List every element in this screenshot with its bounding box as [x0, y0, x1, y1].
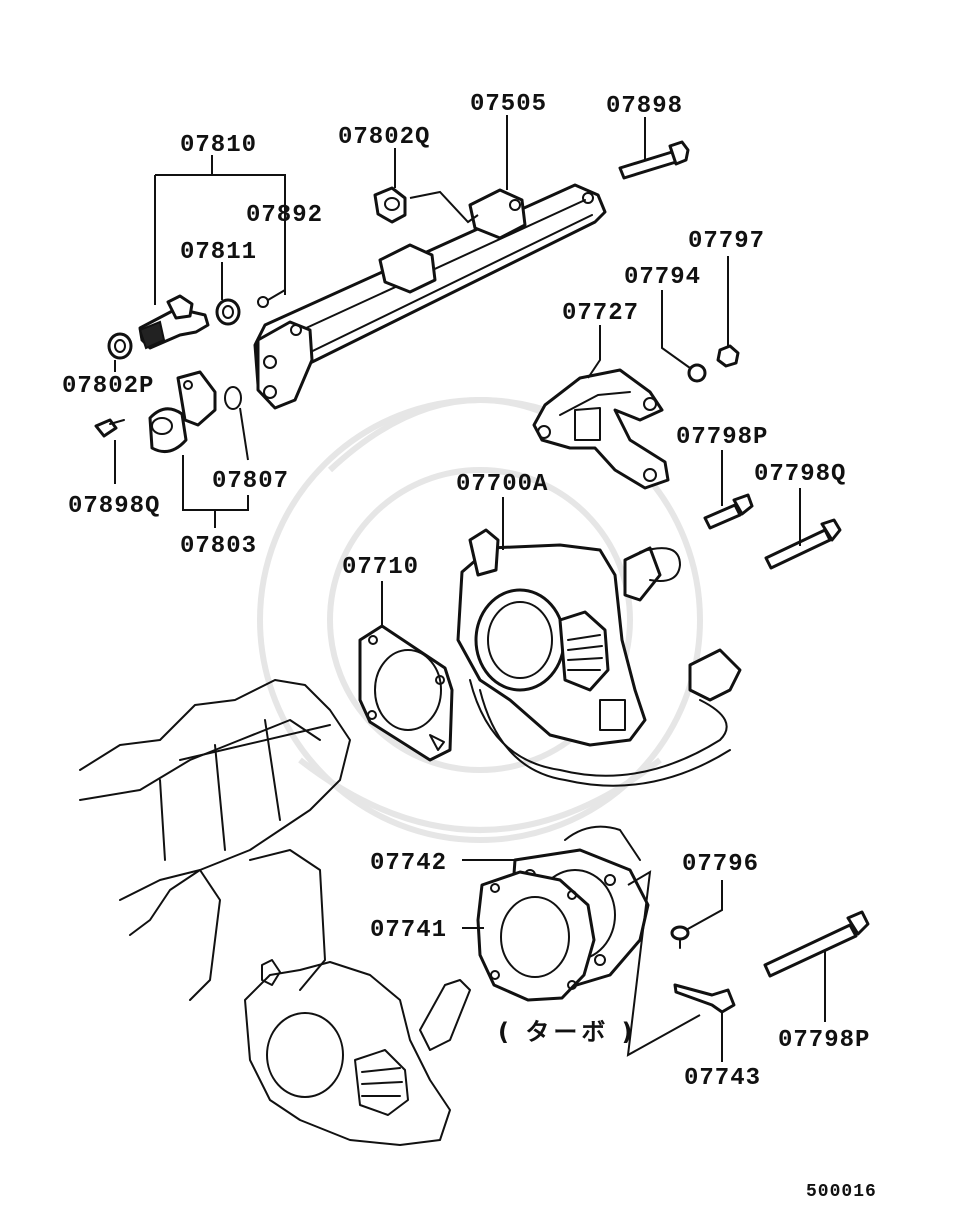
watermark-emblem	[257, 397, 703, 843]
label-fuel-rail: 07505	[470, 91, 547, 118]
iac-bolt	[94, 418, 125, 438]
injector-grommet-q	[373, 186, 407, 224]
label-injector: 07810	[180, 132, 257, 159]
label-turbo-note: ( ターボ )	[498, 1018, 637, 1046]
screw	[670, 925, 690, 949]
throttle-body	[456, 528, 742, 787]
turbo-gasket	[476, 870, 596, 1002]
iac-assembly	[148, 370, 217, 454]
bracket	[532, 368, 670, 490]
rail-bolt	[618, 140, 690, 180]
iac-gasket	[224, 386, 242, 410]
label-rail-bolt: 07898	[606, 93, 683, 120]
nut	[716, 344, 740, 368]
intake-manifold	[79, 679, 351, 1001]
injector-grommet-p	[107, 332, 133, 360]
label-turbo-clip: 07743	[684, 1065, 761, 1092]
insulator	[215, 298, 241, 326]
label-throttle-gasket: 07710	[342, 554, 419, 581]
fuel-rail	[253, 183, 607, 410]
label-nut: 07797	[688, 228, 765, 255]
label-bracket-bolt-q: 07798Q	[754, 461, 846, 488]
turbo-bolt	[763, 910, 870, 978]
label-iac-gasket: 07807	[212, 468, 289, 495]
throttle-body-lower-view	[244, 959, 471, 1146]
washer	[687, 363, 707, 383]
label-turbo-gasket: 07741	[370, 917, 447, 944]
label-iac-assembly: 07803	[180, 533, 257, 560]
figure-code: 500016	[806, 1182, 877, 1202]
label-bracket-bolt-p: 07798P	[676, 424, 768, 451]
o-ring	[257, 296, 269, 308]
label-throttle-body: 07700A	[456, 471, 548, 498]
label-o-ring: 07892	[246, 202, 323, 229]
leader-lines	[114, 115, 826, 1062]
label-turbo-adapter: 07742	[370, 850, 447, 877]
label-screw: 07796	[682, 851, 759, 878]
bracket-bolt-q	[764, 518, 842, 570]
injector	[138, 294, 210, 350]
turbo-clip	[673, 983, 736, 1014]
label-injector-grommet-p: 07802P	[62, 373, 154, 400]
label-washer: 07794	[624, 264, 701, 291]
label-bracket: 07727	[562, 300, 639, 327]
part-labels: 07505 07898 07802Q 07810 07892 07811 078…	[62, 91, 877, 1202]
label-turbo-bolt: 07798P	[778, 1027, 870, 1054]
throttle-gasket	[358, 624, 454, 762]
bracket-bolt-p	[703, 493, 754, 530]
label-iac-bolt: 07898Q	[68, 493, 160, 520]
label-injector-grommet-q: 07802Q	[338, 124, 430, 151]
label-insulator: 07811	[180, 239, 257, 266]
